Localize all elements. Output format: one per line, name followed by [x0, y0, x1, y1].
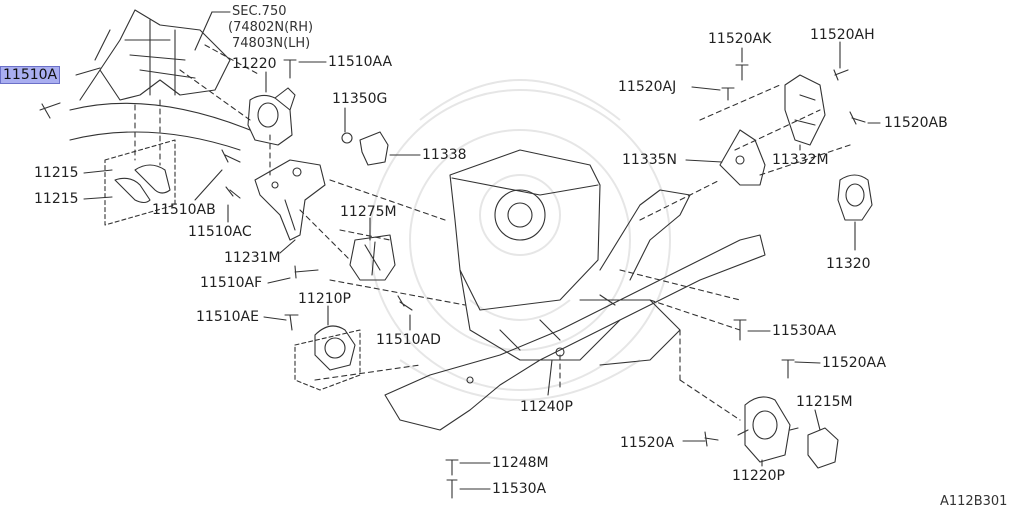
- part-11338: [341, 131, 389, 166]
- part-label-11215-bot[interactable]: 11215: [34, 191, 79, 207]
- engine-block: [449, 149, 681, 366]
- part-label-11520ab[interactable]: 11520AB: [884, 115, 948, 131]
- part-label-11338[interactable]: 11338: [422, 147, 467, 163]
- part-label-11520ak[interactable]: 11520AK: [708, 31, 772, 47]
- section-ref-line3: 74803N(LH): [232, 36, 311, 51]
- part-label-11510ae[interactable]: 11510AE: [196, 309, 259, 325]
- part-label-11275m[interactable]: 11275M: [340, 204, 397, 220]
- part-label-11220[interactable]: 11220: [232, 56, 277, 72]
- callout-lines: [75, 11, 881, 490]
- part-label-11530a[interactable]: 11530A: [492, 481, 547, 497]
- bolts: [39, 59, 866, 499]
- part-label-11510ab[interactable]: 11510AB: [152, 202, 216, 218]
- part-label-11332m[interactable]: 11332M: [772, 152, 829, 168]
- part-label-11350g[interactable]: 11350G: [332, 91, 388, 107]
- figure-code: A112B301: [940, 494, 1008, 509]
- bracket-11275m: [349, 234, 396, 281]
- part-label-11520ah[interactable]: 11520AH: [810, 27, 875, 43]
- part-label-11520aj[interactable]: 11520AJ: [618, 79, 677, 95]
- part-label-11510ad[interactable]: 11510AD: [376, 332, 441, 348]
- section-ref-line2: (74802N(RH): [228, 20, 314, 35]
- part-label-11231m[interactable]: 11231M: [224, 250, 281, 266]
- leader-lines: [134, 44, 851, 421]
- part-label-11510af[interactable]: 11510AF: [200, 275, 263, 291]
- part-label-11510aa[interactable]: 11510AA: [328, 54, 393, 70]
- bracket-11231m: [254, 159, 326, 241]
- part-label-11320[interactable]: 11320: [826, 256, 871, 272]
- part-11215m: [807, 427, 839, 469]
- part-label-11520a[interactable]: 11520A: [620, 435, 675, 451]
- part-label-11220p[interactable]: 11220P: [732, 468, 785, 484]
- bracket-11332m: [784, 74, 826, 146]
- body-side-member: [69, 9, 251, 151]
- bracket-11215: [104, 139, 176, 226]
- engine-mount-11220p: [737, 396, 799, 463]
- part-label-11240p[interactable]: 11240P: [520, 399, 573, 415]
- part-label-11215m[interactable]: 11215M: [796, 394, 853, 410]
- part-label-11215-top[interactable]: 11215: [34, 165, 79, 181]
- crossmember-11240p: [384, 189, 766, 431]
- part-label-11248m[interactable]: 11248M: [492, 455, 549, 471]
- part-label-11510ac[interactable]: 11510AC: [188, 224, 252, 240]
- section-ref-line1: SEC.750: [232, 4, 287, 19]
- part-label-11520aa[interactable]: 11520AA: [822, 355, 887, 371]
- engine-mount-11320: [837, 174, 873, 221]
- engine-mount-11210p: [294, 325, 361, 391]
- engine-mount-11220: [247, 87, 296, 146]
- part-label-11530aa[interactable]: 11530AA: [772, 323, 837, 339]
- bracket-11335n: [719, 129, 766, 186]
- part-label-11335n[interactable]: 11335N: [622, 152, 678, 168]
- part-label-11510a[interactable]: 11510A: [0, 66, 61, 84]
- part-label-11210p[interactable]: 11210P: [298, 291, 351, 307]
